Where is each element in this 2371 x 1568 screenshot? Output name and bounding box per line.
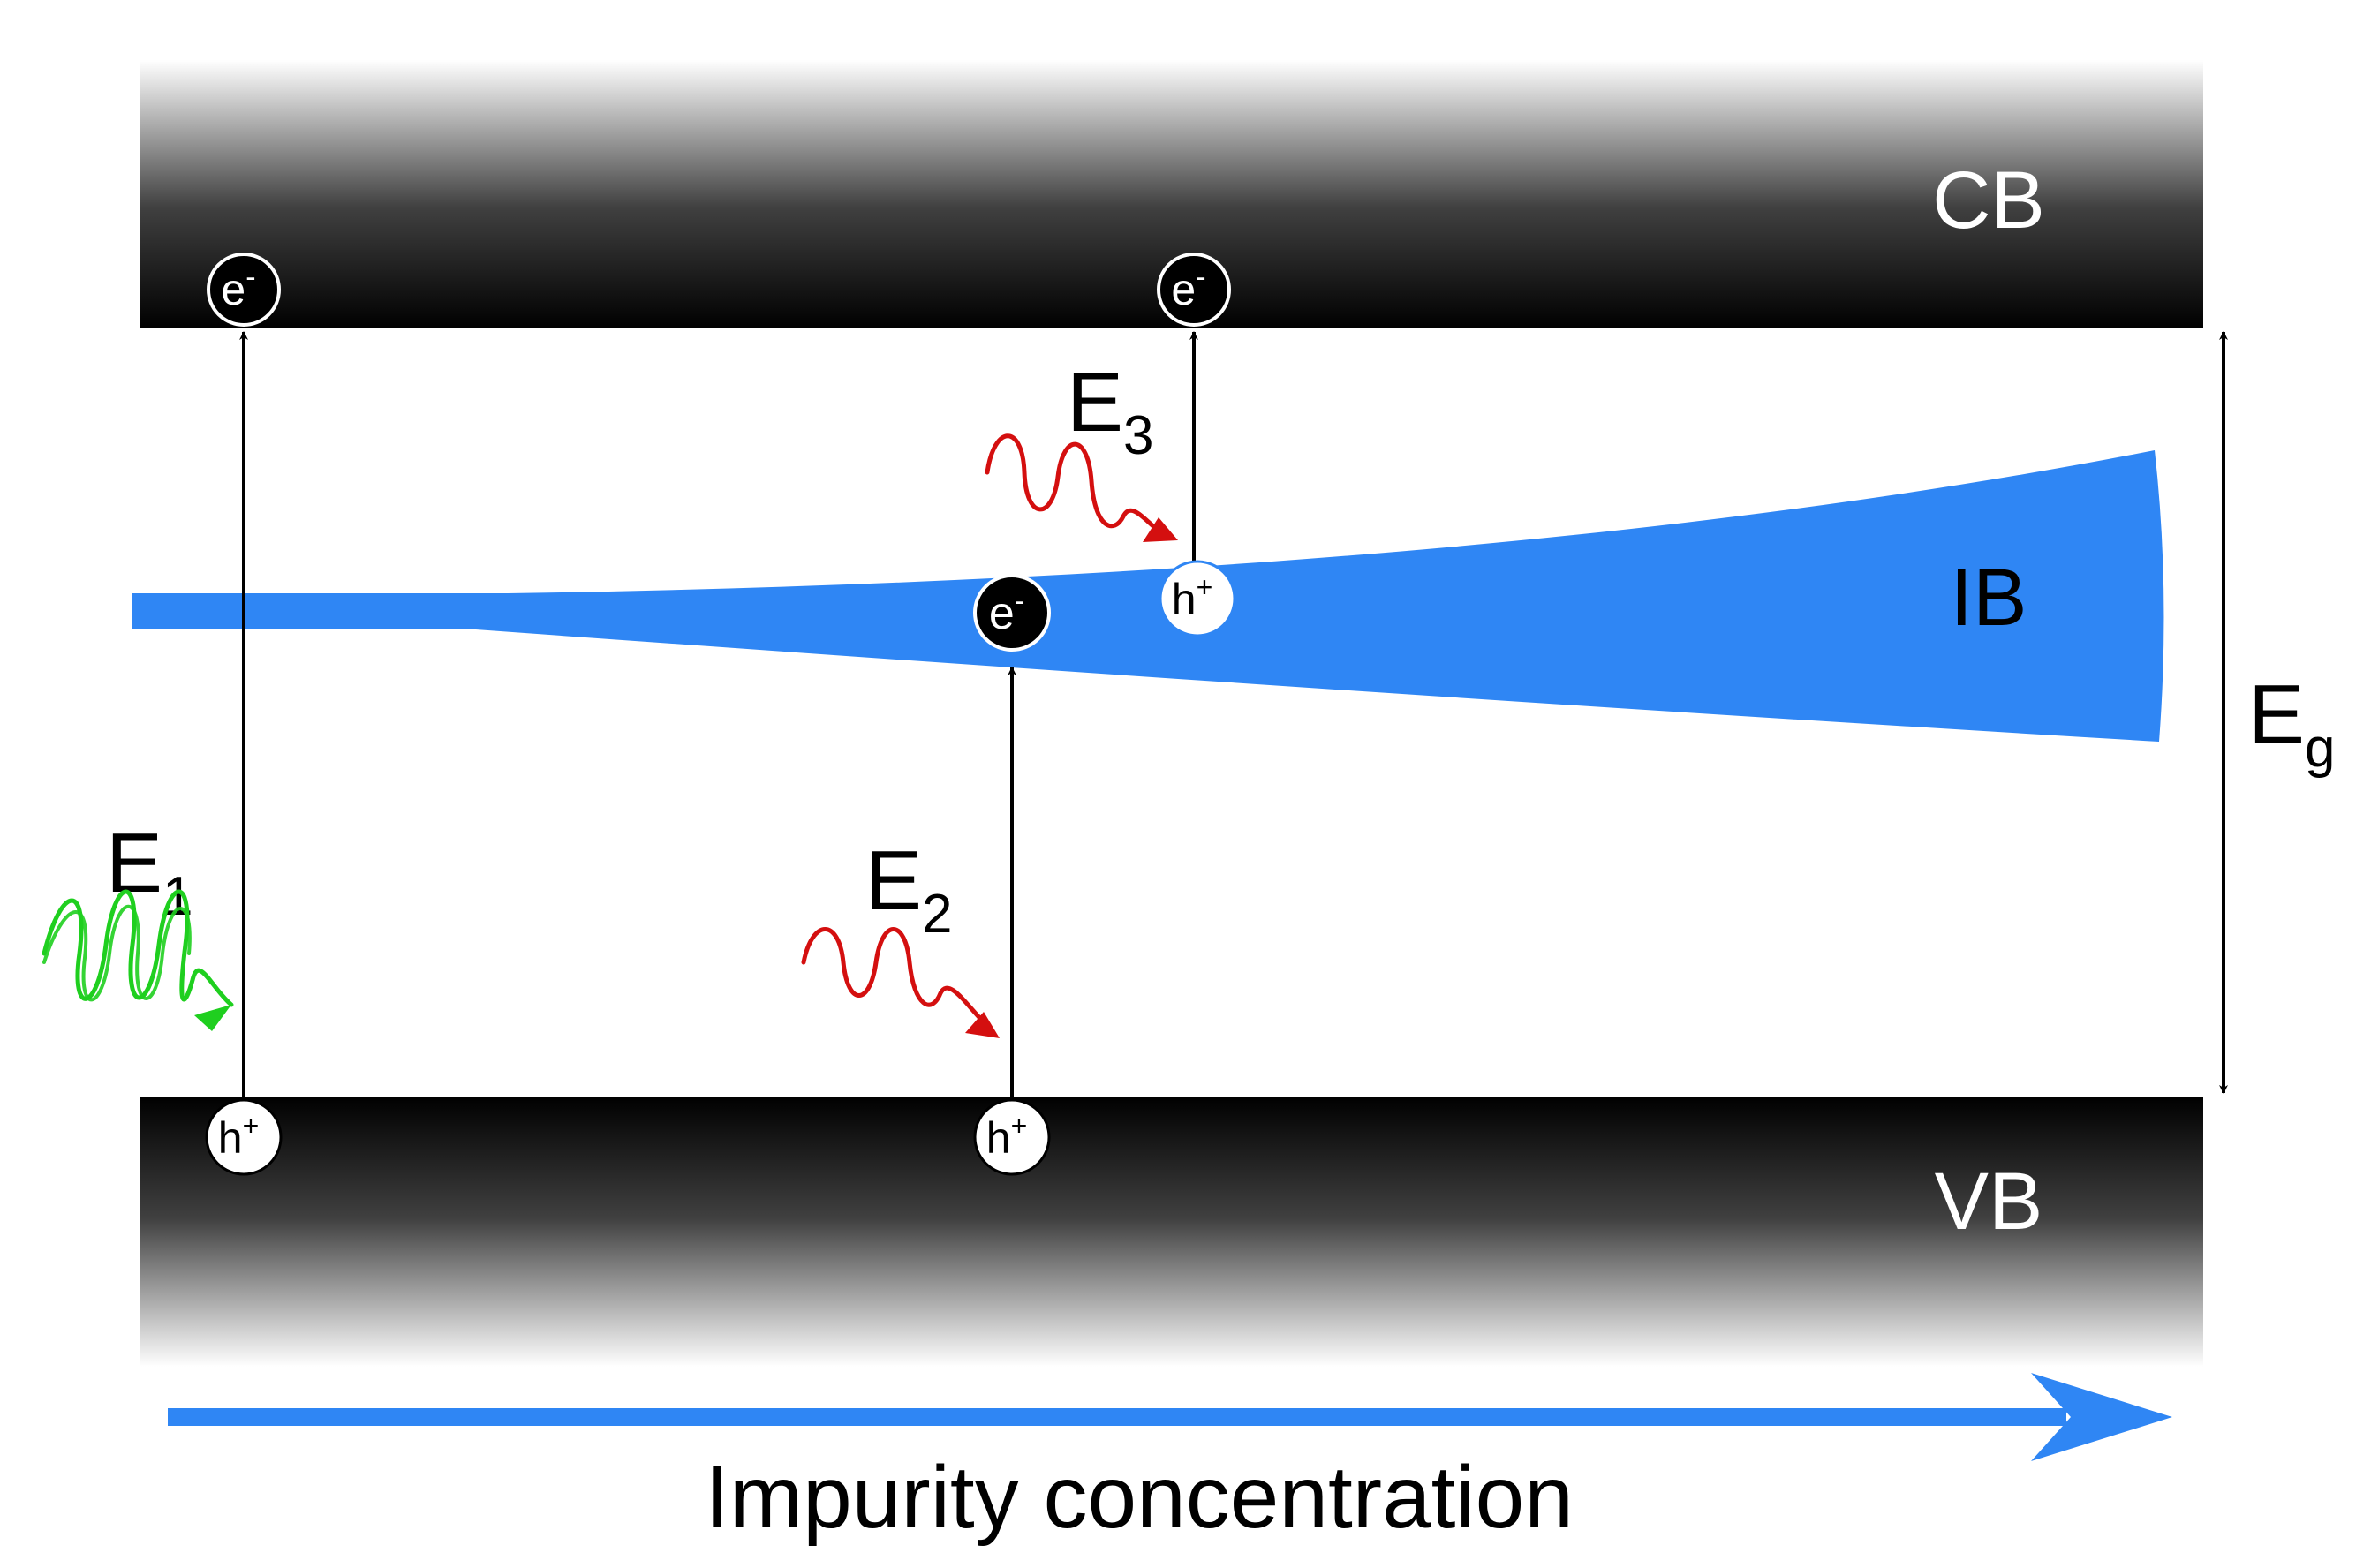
svg-text:h+: h+ — [218, 1110, 260, 1163]
axis-label: Impurity concentration — [705, 1448, 1574, 1547]
photon-green-icon — [42, 889, 234, 1031]
electron-symbol: e — [1171, 265, 1196, 314]
hole-ib: h+ — [1159, 560, 1236, 637]
hole-sign: + — [1197, 571, 1213, 603]
hole-sign: + — [1011, 1110, 1028, 1142]
electron-ib: e- — [973, 574, 1051, 652]
e1-label: E1 — [106, 816, 193, 927]
hole-symbol: h — [1172, 575, 1197, 624]
ib-label: IB — [1951, 553, 2027, 643]
electron-sign: - — [245, 260, 255, 294]
svg-text:e-: e- — [1171, 260, 1205, 314]
electron-symbol: e — [989, 588, 1015, 639]
e3-label: E3 — [1067, 355, 1154, 466]
electron-cb-2: e- — [1157, 253, 1231, 327]
photon-red-e2-icon — [801, 927, 1000, 1038]
photon-red-e3-icon — [985, 433, 1178, 542]
svg-text:e-: e- — [989, 584, 1024, 639]
hole-symbol: h — [218, 1113, 243, 1163]
vb-label: VB — [1935, 1157, 2043, 1247]
hole-vb-2: h+ — [973, 1098, 1051, 1176]
valence-band — [140, 1097, 2203, 1367]
svg-text:e-: e- — [221, 260, 255, 314]
svg-text:h+: h+ — [986, 1110, 1028, 1163]
intermediate-band — [132, 450, 2164, 742]
hole-sign: + — [243, 1110, 260, 1142]
hole-vb-1: h+ — [205, 1098, 283, 1176]
electron-sign: - — [1015, 584, 1024, 618]
cb-label: CB — [1932, 155, 2045, 245]
electron-sign: - — [1196, 260, 1205, 294]
hole-symbol: h — [986, 1113, 1011, 1163]
impurity-axis-arrow — [168, 1373, 2172, 1461]
e2-label: E2 — [865, 833, 953, 945]
eg-label: Eg — [2248, 667, 2336, 779]
svg-text:h+: h+ — [1172, 571, 1213, 624]
electron-symbol: e — [221, 265, 245, 314]
electron-cb-1: e- — [207, 253, 281, 327]
